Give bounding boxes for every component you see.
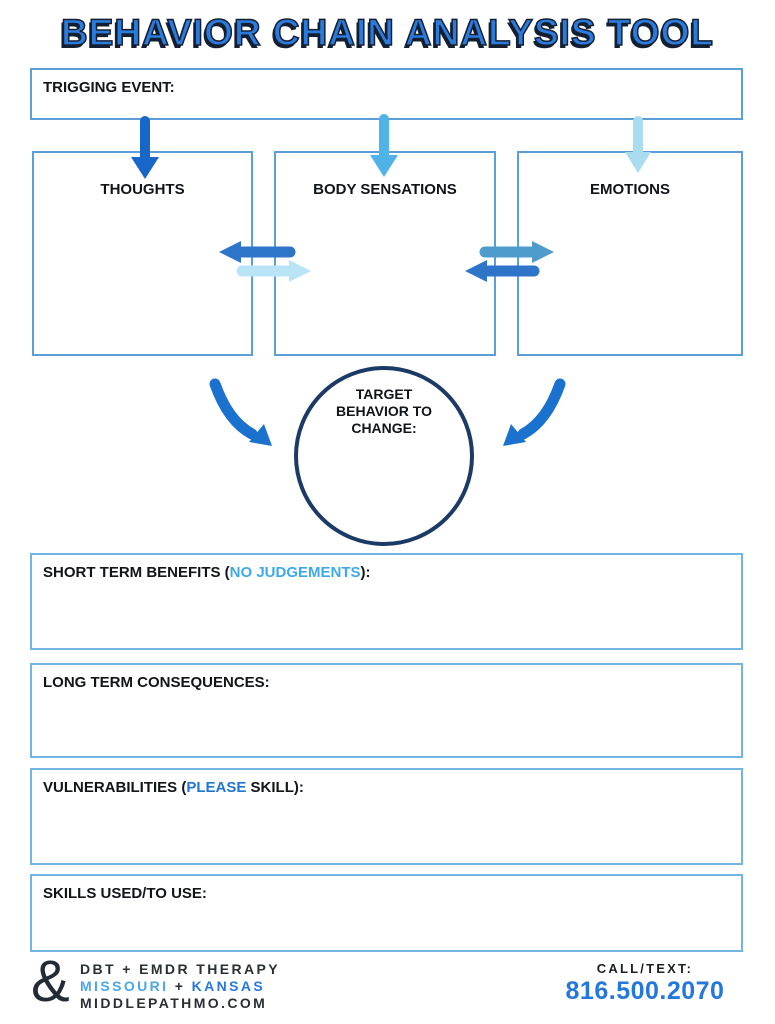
triggering-event-label: TRIGGING EVENT:: [43, 79, 175, 96]
curved-arrow-right-icon: [503, 378, 566, 446]
body-sensations-box: BODY SENSATIONS: [274, 151, 496, 356]
emotions-field[interactable]: [521, 205, 739, 352]
long-term-consequences-box: LONG TERM CONSEQUENCES:: [30, 663, 743, 758]
target-behavior-label: TARGET BEHAVIOR TO CHANGE:: [336, 386, 432, 437]
vulnerabilities-field[interactable]: [34, 800, 739, 861]
footer-line-states: MISSOURI + KANSAS: [80, 978, 266, 994]
page-title: BEHAVIOR CHAIN ANALYSIS TOOL: [60, 11, 714, 54]
footer-line-therapy: DBT + EMDR THERAPY: [80, 961, 280, 977]
footer-line-website: MIDDLEPATHMO.COM: [80, 995, 268, 1011]
ampersand-logo-icon: &: [31, 949, 70, 1014]
body-sensations-label: BODY SENSATIONS: [313, 181, 457, 198]
emotions-box: EMOTIONS: [517, 151, 743, 356]
missouri-text: MISSOURI: [80, 978, 169, 994]
short-term-benefits-box: SHORT TERM BENEFITS (NO JUDGEMENTS):: [30, 553, 743, 650]
vulnerabilities-label: VULNERABILITIES (PLEASE SKILL):: [43, 779, 304, 796]
footer-brand-block: DBT + EMDR THERAPY MISSOURI + KANSAS MID…: [80, 961, 280, 1012]
emotions-label: EMOTIONS: [589, 181, 670, 198]
footer-contact-block: CALL/TEXT: 816.500.2070: [540, 961, 750, 1006]
triggering-event-field[interactable]: [34, 100, 739, 116]
vulnerabilities-box: VULNERABILITIES (PLEASE SKILL):: [30, 768, 743, 865]
call-text-label: CALL/TEXT:: [596, 961, 694, 976]
short-term-benefits-label: SHORT TERM BENEFITS (NO JUDGEMENTS):: [43, 564, 371, 581]
body-sensations-field[interactable]: [278, 205, 492, 352]
curved-arrow-left-icon: [209, 378, 272, 446]
kansas-text: KANSAS: [191, 978, 266, 994]
thoughts-box: THOUGHTS: [32, 151, 253, 356]
thoughts-field[interactable]: [36, 205, 249, 352]
skills-label: SKILLS USED/TO USE:: [43, 885, 207, 902]
please-accent: PLEASE: [186, 779, 247, 796]
thoughts-label: THOUGHTS: [100, 181, 185, 198]
skills-box: SKILLS USED/TO USE:: [30, 874, 743, 952]
no-judgements-accent: NO JUDGEMENTS: [229, 564, 361, 581]
long-term-consequences-label: LONG TERM CONSEQUENCES:: [43, 674, 270, 691]
long-term-consequences-field[interactable]: [34, 695, 739, 754]
short-term-benefits-field[interactable]: [34, 585, 739, 646]
skills-field[interactable]: [34, 906, 739, 948]
triggering-event-box: TRIGGING EVENT:: [30, 68, 743, 120]
target-behavior-circle[interactable]: TARGET BEHAVIOR TO CHANGE:: [294, 366, 474, 546]
phone-number: 816.500.2070: [565, 977, 725, 1005]
